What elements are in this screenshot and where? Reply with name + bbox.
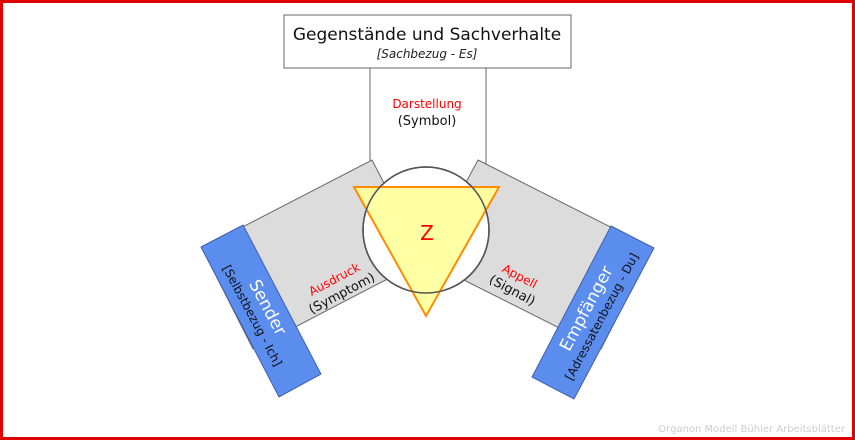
top-box: [283, 14, 572, 69]
top-box-subtitle: [Sachbezug - Es]: [377, 47, 478, 61]
watermark-text: Organon Modell Bühler Arbeitsblätter: [658, 424, 846, 435]
top-box-title: Gegenstände und Sachverhalte: [293, 25, 561, 45]
empfaenger-box: [531, 225, 655, 400]
darstellung-label: Darstellung: [392, 97, 461, 111]
center-label: Z: [420, 221, 434, 245]
center-circle-outline: [362, 166, 490, 294]
sign-triangle: [352, 186, 501, 319]
darstellung-sub: (Symbol): [398, 114, 457, 129]
sender-box: [200, 224, 322, 398]
